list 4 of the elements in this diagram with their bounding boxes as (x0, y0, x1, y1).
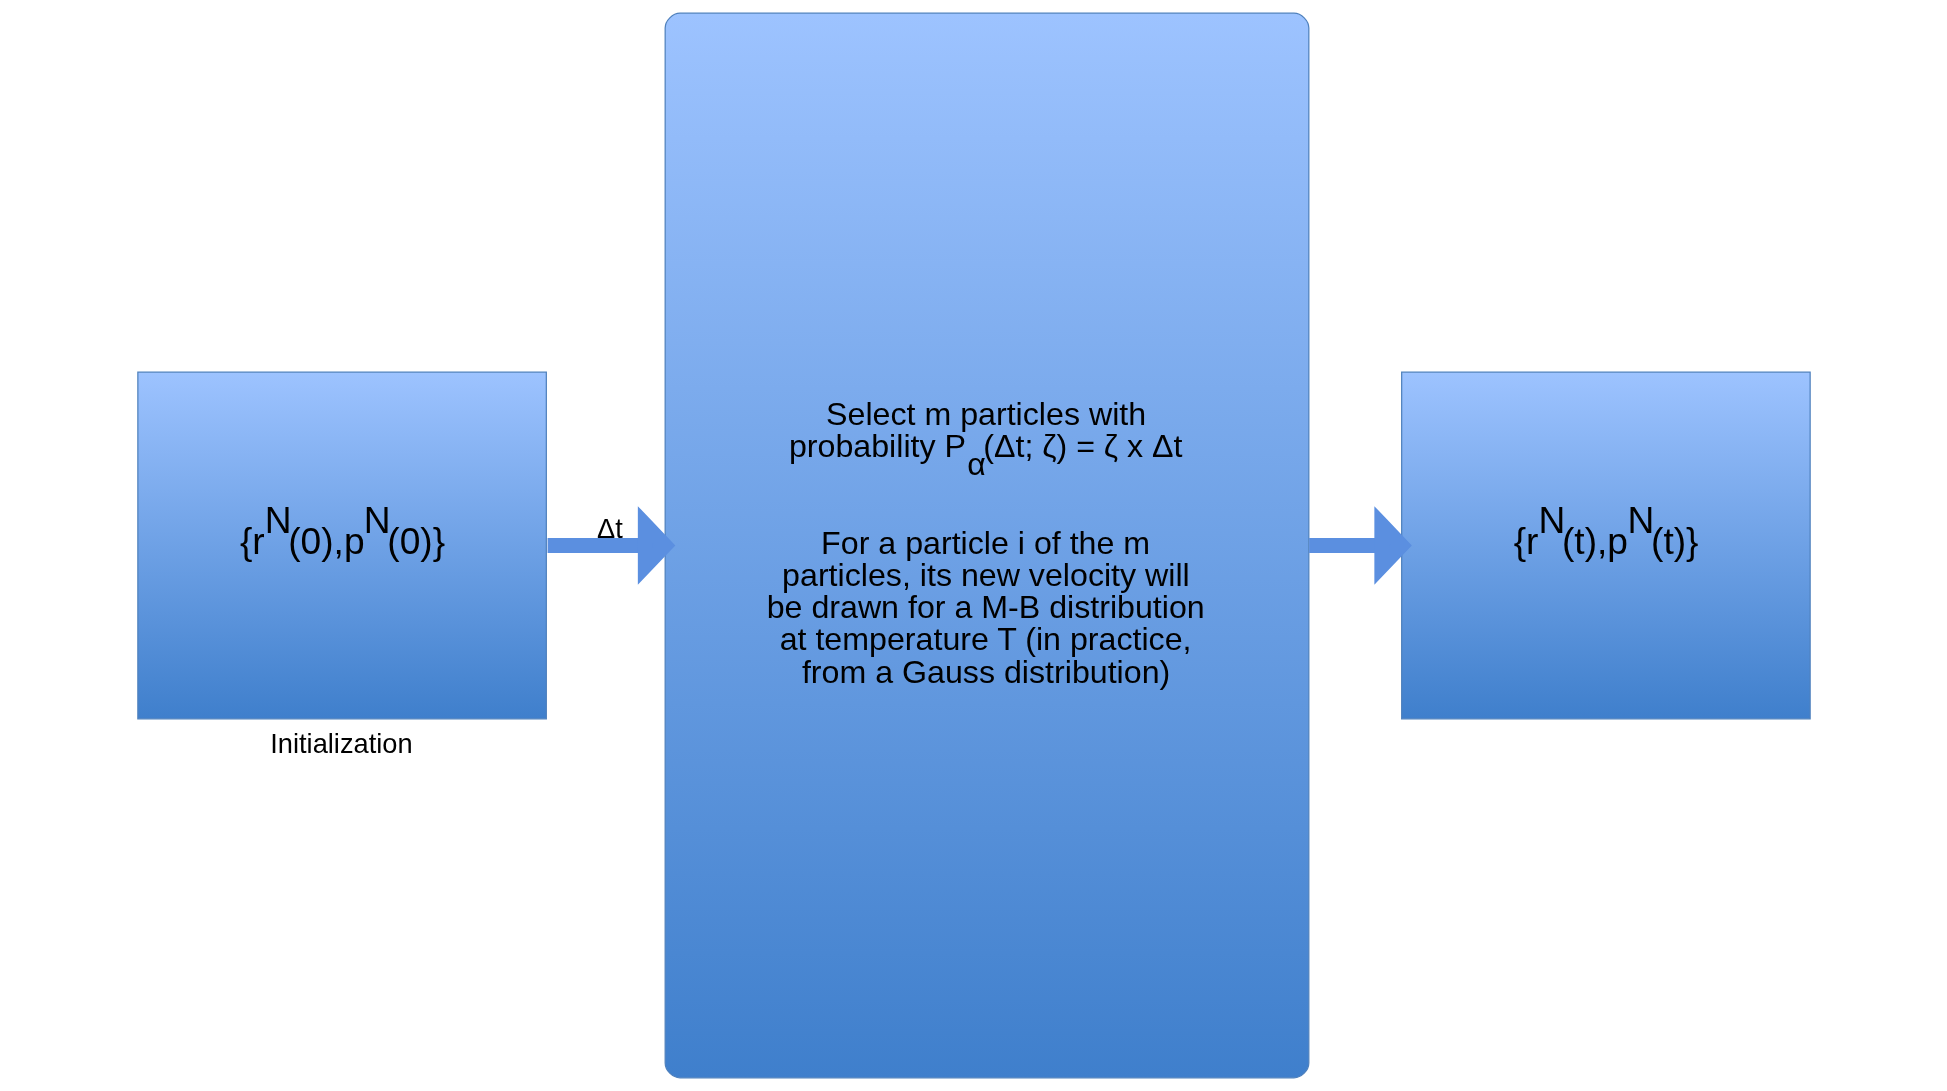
arrow (1308, 506, 1412, 585)
node-label: Initialization (269, 727, 413, 759)
edge-label: Δt (596, 512, 623, 544)
arrow (547, 506, 675, 585)
